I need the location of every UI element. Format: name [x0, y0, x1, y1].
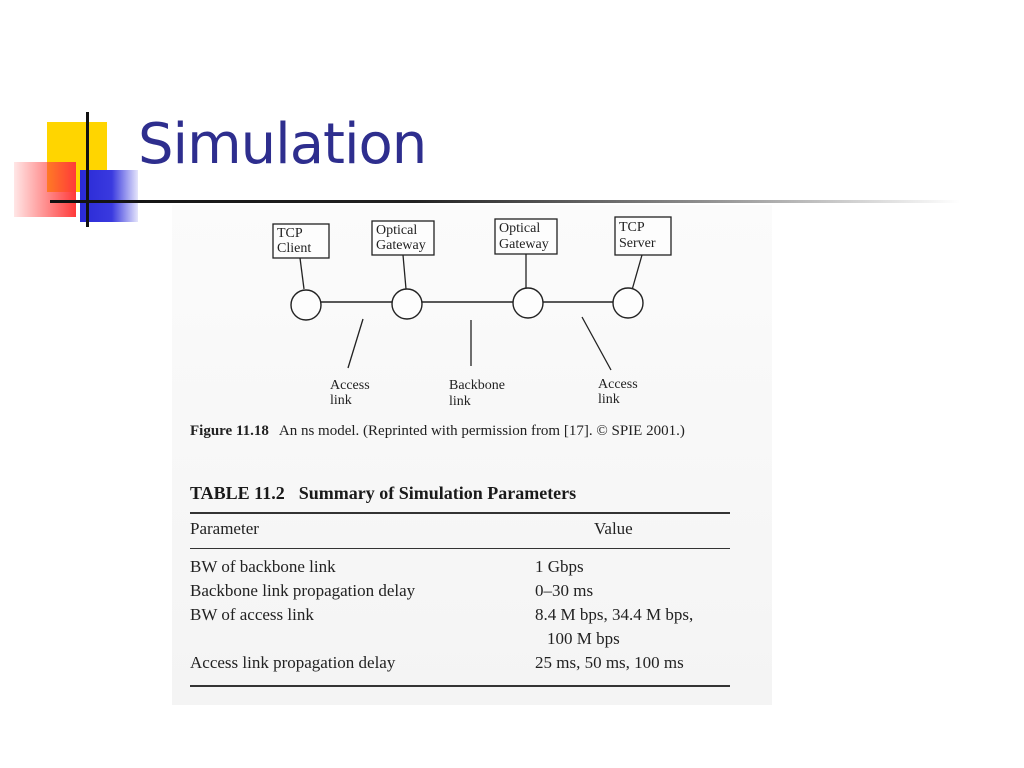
- node-label: Gateway: [376, 238, 426, 253]
- node-circle-gateway-2: [512, 287, 544, 319]
- logo-red-square: [14, 162, 76, 217]
- connector-tcp-client: [299, 257, 305, 290]
- tcp-server-box: [614, 216, 672, 256]
- table-cell-parameter: Access link propagation delay: [190, 653, 396, 672]
- table-body: BW of backbone link 1 Gbps Backbone link…: [190, 555, 730, 675]
- table-header-rule: [190, 548, 730, 549]
- node-circle-tcp-server: [612, 287, 644, 319]
- scanned-figure-page: TCP Client Optical Gateway Optical Gatew…: [172, 205, 772, 705]
- table-title: TABLE 11.2 Summary of Simulation Paramete…: [190, 483, 576, 504]
- table-cell-value: 25 ms, 50 ms, 100 ms: [535, 651, 730, 675]
- node-label: Optical: [499, 221, 540, 236]
- node-label: Optical: [376, 223, 417, 238]
- link-label: Backbone: [449, 378, 505, 393]
- table-top-rule: [190, 512, 730, 514]
- figure-caption-text: An ns model. (Reprinted with permission …: [278, 423, 685, 439]
- table-cell-value-text: 25 ms, 50 ms, 100 ms: [535, 653, 684, 672]
- table-row: Backbone link propagation delay 0–30 ms: [190, 579, 730, 603]
- figure-caption: Figure 11.18 An ns model. (Reprinted with…: [190, 423, 685, 440]
- figure-caption-label: Figure 11.18: [190, 423, 269, 439]
- table-cell-value: 1 Gbps: [535, 555, 730, 579]
- slide-title: Simulation: [138, 112, 427, 177]
- access-link-pointer-1: [347, 318, 364, 369]
- table-bottom-rule: [190, 685, 730, 687]
- table-cell-value-text: 1 Gbps: [535, 557, 584, 576]
- node-label: Gateway: [499, 237, 549, 252]
- title-underline: [50, 200, 960, 203]
- logo-blue-square: [80, 170, 138, 222]
- optical-gateway-box-1: [371, 220, 435, 256]
- table-cell-parameter: Backbone link propagation delay: [190, 581, 416, 600]
- node-label: Server: [619, 236, 656, 251]
- link-label: link: [598, 392, 620, 407]
- table-cell-parameter: BW of access link: [190, 605, 314, 624]
- logo-vertical-line: [86, 112, 89, 227]
- table-row: BW of backbone link 1 Gbps: [190, 555, 730, 579]
- link-label: link: [449, 394, 471, 409]
- optical-gateway-box-2: [494, 218, 558, 255]
- access-link-pointer-2: [581, 316, 612, 371]
- node-label: Client: [277, 241, 311, 256]
- table-number: TABLE 11.2: [190, 483, 285, 503]
- link-label: link: [330, 393, 352, 408]
- node-label: TCP: [277, 226, 303, 241]
- table-header-parameter: Parameter: [190, 519, 259, 538]
- ns-model-diagram: TCP Client Optical Gateway Optical Gatew…: [272, 216, 672, 409]
- table-cell-value: 0–30 ms: [535, 579, 730, 603]
- table-row: BW of access link 8.4 M bps, 34.4 M bps,…: [190, 603, 730, 651]
- node-label: TCP: [619, 220, 645, 235]
- table-cell-value-text: 8.4 M bps, 34.4 M bps,: [535, 605, 694, 624]
- table-title-text: Summary of Simulation Parameters: [298, 483, 577, 503]
- link-label: Access: [598, 377, 638, 392]
- tcp-client-box: [272, 223, 330, 259]
- connector-gateway-1: [402, 254, 407, 290]
- table-row: Access link propagation delay 25 ms, 50 …: [190, 651, 730, 675]
- table-cell-value: 8.4 M bps, 34.4 M bps, 100 M bps: [535, 603, 730, 651]
- link-label: Access: [330, 378, 370, 393]
- node-circle-gateway-1: [391, 288, 423, 320]
- table-header-value: Value: [594, 519, 633, 538]
- table-cell-parameter: BW of backbone link: [190, 557, 336, 576]
- node-circle-tcp-client: [290, 289, 322, 321]
- table-cell-value-continuation: 100 M bps: [547, 629, 620, 648]
- connector-tcp-server: [631, 254, 643, 291]
- slide-logo: [0, 0, 150, 240]
- table-cell-value-text: 0–30 ms: [535, 581, 594, 600]
